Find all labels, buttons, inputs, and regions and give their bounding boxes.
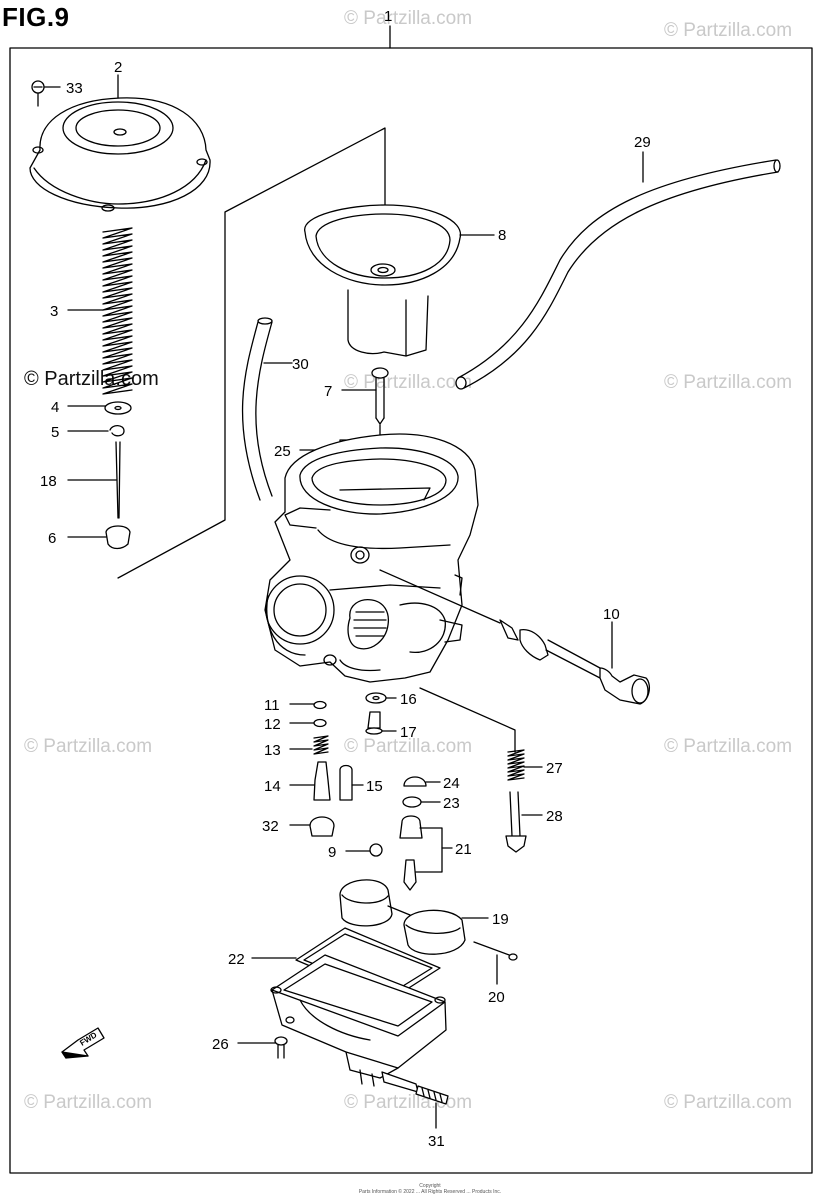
callout-label: 28: [546, 808, 563, 825]
callout-label: 19: [492, 911, 509, 928]
callout-label: 31: [428, 1133, 445, 1150]
callout-label: 18: [40, 473, 57, 490]
short-hose-part: [241, 317, 273, 501]
fwd-arrow-icon: [61, 1027, 105, 1059]
float-bowl-part: [270, 927, 447, 1087]
hose-part: [455, 159, 781, 390]
spring-part: [102, 227, 133, 395]
watermark: © Partzilla.com: [664, 736, 793, 757]
cable-part: [379, 569, 651, 705]
callout-label: 23: [443, 795, 460, 812]
callout-label: 13: [264, 742, 281, 759]
callout-label: 29: [634, 134, 651, 151]
callout-label: 1: [384, 8, 392, 25]
callout-label: 11: [264, 697, 280, 714]
watermark: © Partzilla.com: [664, 1092, 793, 1113]
watermark: © Partzilla.com: [664, 372, 793, 393]
callout-label: 17: [400, 724, 417, 741]
watermark: © Partzilla.com: [664, 20, 793, 41]
callout-labels: 1 2 3 4 5 6 7 8 9 10 11 12 13 14 15 16 1…: [40, 8, 651, 1150]
copyright-note: Copyright Parts Information © 2022 ... A…: [300, 1183, 560, 1195]
callout-label: 14: [264, 778, 281, 795]
watermark: © Partzilla.com: [24, 736, 153, 757]
callout-label: 4: [51, 399, 59, 416]
screw-7-part: [371, 367, 389, 425]
callout-label: 33: [66, 80, 83, 97]
figure-title: FIG.9: [2, 2, 70, 32]
callout-label: 27: [546, 760, 563, 777]
top-cover-part: [29, 97, 211, 212]
watermark: © Partzilla.com: [344, 8, 473, 29]
callout-label: 24: [443, 775, 460, 792]
callout-label: 26: [212, 1036, 229, 1053]
watermark: © Partzilla.com: [344, 736, 473, 757]
diaphragm-part: [304, 204, 462, 357]
screw-part: [31, 80, 61, 107]
callout-label: 25: [274, 443, 291, 460]
callout-label: 21: [455, 841, 472, 858]
callout-label: 7: [324, 383, 332, 400]
copyright-line: Parts Information © 2022 ... All Rights …: [358, 1189, 502, 1195]
callout-label: 32: [262, 818, 279, 835]
callout-label: 10: [603, 606, 620, 623]
callout-label: 30: [292, 356, 309, 373]
callout-label: 3: [50, 303, 58, 320]
callout-label: 16: [400, 691, 417, 708]
callout-label: 15: [366, 778, 383, 795]
callout-label: 22: [228, 951, 245, 968]
callout-label: 9: [328, 844, 336, 861]
carburetor-body: [264, 433, 479, 683]
callout-label: 8: [498, 227, 506, 244]
copyright-line: Copyright: [419, 1183, 441, 1189]
assembly-frame: [9, 47, 813, 1174]
callout-label: 5: [51, 424, 59, 441]
callout-label: 2: [114, 59, 122, 76]
float-part: [339, 879, 466, 955]
callout-label: 6: [48, 530, 56, 547]
callout-label: 12: [264, 716, 281, 733]
watermark: © Partzilla.com: [24, 1092, 153, 1113]
callout-label: 20: [488, 989, 505, 1006]
